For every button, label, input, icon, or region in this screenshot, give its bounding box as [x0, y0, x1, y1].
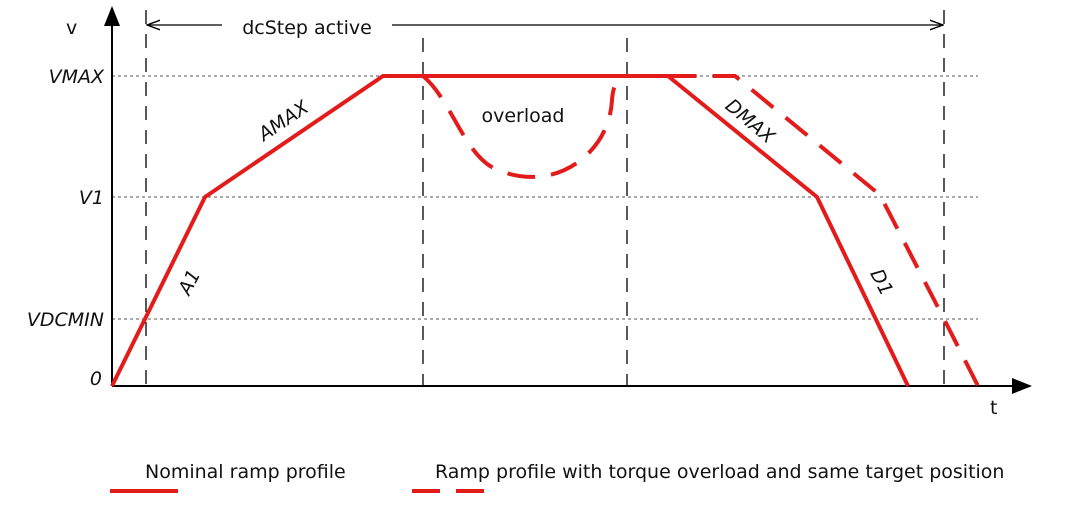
dcstep-active-label: dcStep active — [242, 17, 372, 39]
level-label-vmax: VMAX — [49, 66, 105, 88]
legend-label-overload: Ramp profile with torque overload and sa… — [435, 461, 1004, 483]
y-axis-label: v — [66, 17, 77, 39]
level-label-vdcmin: VDCMIN — [27, 309, 104, 331]
segment-label-d1: D1 — [865, 265, 897, 299]
x-axis-label: t — [990, 397, 997, 419]
legend-label-nominal: Nominal ramp profile — [145, 461, 346, 483]
segment-label-a1: A1 — [173, 266, 205, 300]
overload-label: overload — [482, 105, 565, 127]
level-label-zero: 0 — [90, 368, 102, 390]
level-label-v1: V1 — [79, 187, 104, 209]
segment-label-amax: AMAX — [253, 96, 314, 147]
nominal-ramp-profile — [110, 74, 910, 387]
